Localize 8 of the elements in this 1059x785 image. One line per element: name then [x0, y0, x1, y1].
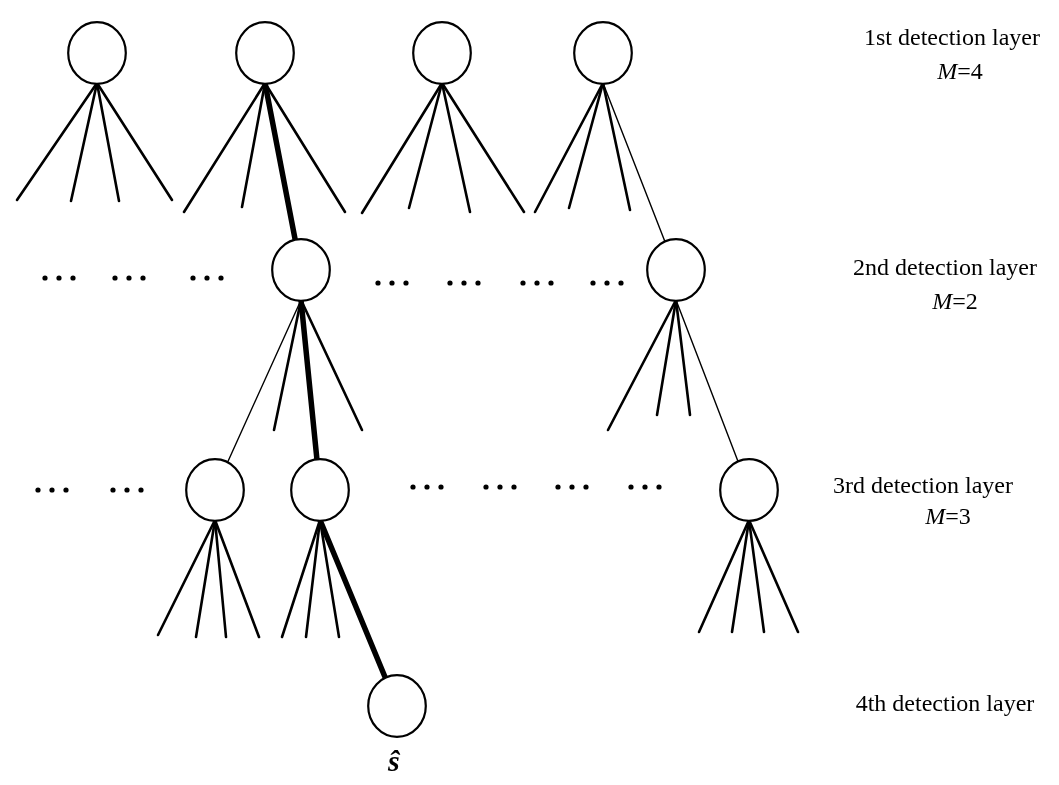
parameter-label: M=3	[925, 503, 971, 530]
layer-label: 2nd detection layer	[853, 254, 1037, 281]
layer-label: 1st detection layer	[864, 24, 1040, 51]
layer-label: 4th detection layer	[855, 690, 1035, 717]
layer-label: 3rd detection layer	[833, 472, 1013, 499]
parameter-label: M=2	[932, 288, 978, 315]
parameter-label: M=4	[937, 58, 983, 85]
symbol-label: ŝ	[388, 744, 400, 778]
